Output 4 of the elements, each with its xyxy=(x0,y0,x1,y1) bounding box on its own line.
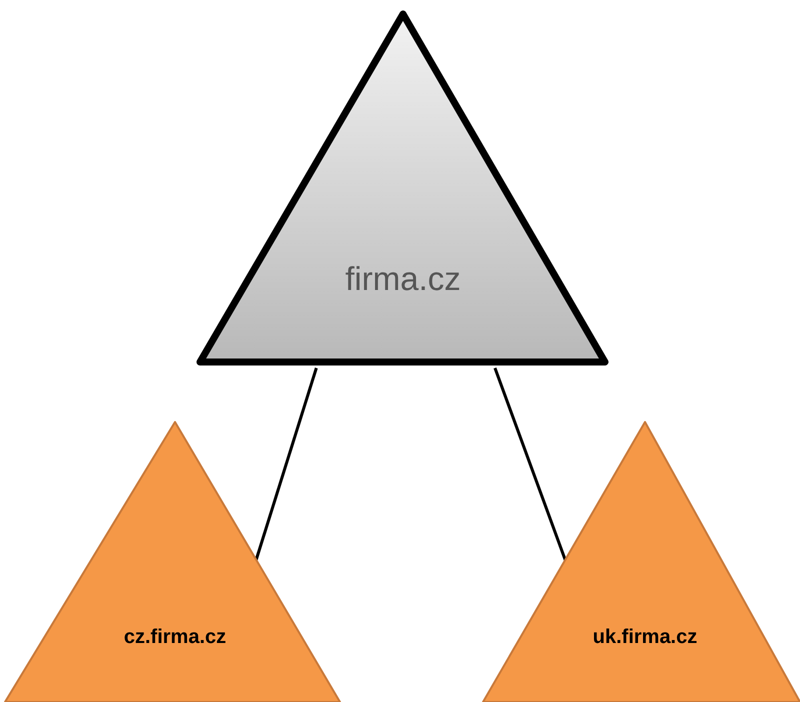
node-label: cz.firma.cz xyxy=(124,625,226,650)
triangle-node xyxy=(5,422,340,702)
triangle-node xyxy=(483,422,800,702)
node-label: uk.firma.cz xyxy=(592,625,698,650)
